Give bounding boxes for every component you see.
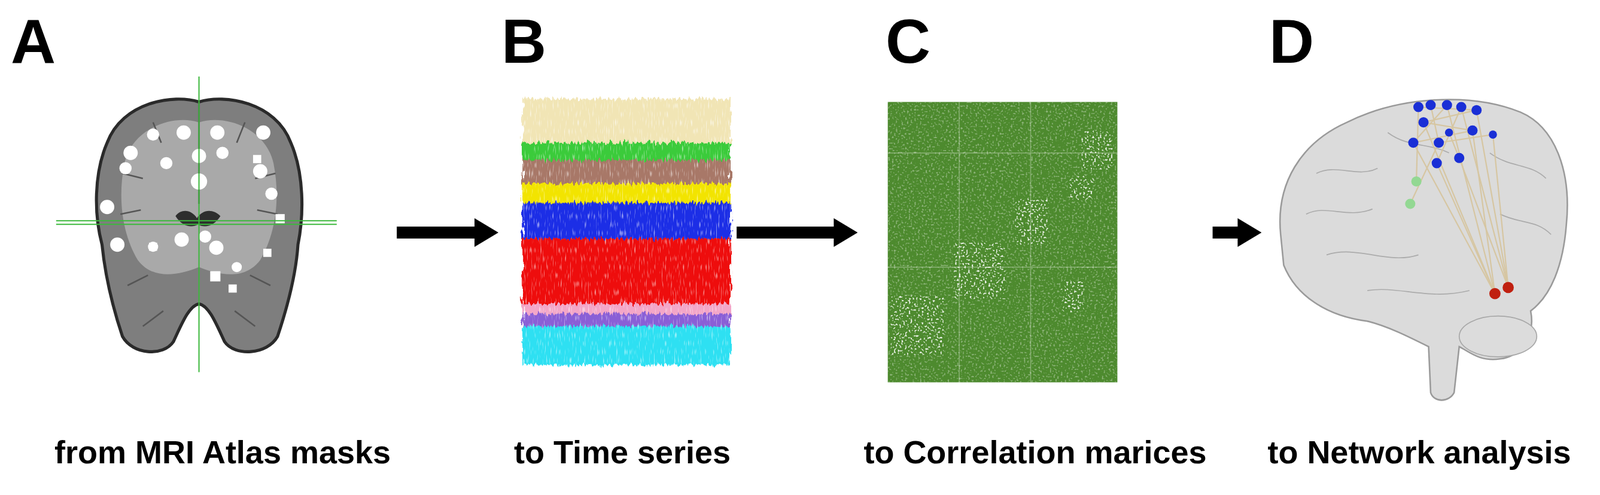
matrix-blocks: [890, 130, 1113, 355]
roi-sphere: [110, 237, 125, 252]
network-edges: [1410, 105, 1509, 294]
roi-markers: [99, 125, 285, 294]
crosshair-line: [56, 223, 337, 225]
network-edge: [1461, 107, 1508, 288]
panel-caption: to Correlation marices: [863, 433, 1207, 473]
crosshair-line: [56, 220, 337, 222]
network-nodes: [1489, 282, 1514, 300]
figure-panel: Bto Time series: [498, 8, 737, 474]
roi-cube: [253, 154, 262, 164]
roi-sphere: [147, 128, 160, 141]
figure-panel: Dto Network analysis: [1261, 8, 1577, 474]
panel-caption: to Time series: [513, 433, 731, 473]
flow-arrow: [736, 218, 858, 248]
matrix-line: [887, 266, 1118, 269]
matrix-block: [1069, 175, 1094, 200]
network-node: [1471, 105, 1482, 116]
network-node: [1489, 288, 1501, 300]
signal-bands: [522, 98, 731, 365]
network-node: [1454, 153, 1465, 164]
crosshair-line: [198, 76, 200, 373]
roi-sphere: [216, 147, 229, 160]
network-node: [1431, 157, 1443, 169]
panel-letter: B: [501, 10, 547, 73]
roi-sphere: [256, 125, 271, 141]
network-nodes: [1407, 99, 1497, 169]
crosshair: [56, 76, 337, 373]
brain-outline: [1279, 99, 1568, 401]
matrix-block: [954, 242, 1006, 300]
flow-arrow: [396, 218, 499, 248]
time-series: [522, 98, 731, 365]
network-node: [1418, 117, 1429, 128]
matrix-ground: [887, 102, 1118, 383]
matrix-block: [1061, 281, 1085, 313]
network-node: [1456, 102, 1467, 113]
network-node: [1407, 137, 1419, 148]
roi-cube: [275, 214, 285, 224]
figure-panel: Afrom MRI Atlas masks: [7, 8, 397, 474]
network-node: [1411, 176, 1422, 187]
panel-letter: A: [10, 10, 56, 73]
network-node: [1502, 282, 1514, 294]
cerebellum: [1459, 316, 1538, 358]
flow-arrow: [1212, 218, 1262, 248]
panel-letter: D: [1269, 10, 1314, 73]
network-node: [1488, 130, 1498, 139]
network-node: [1433, 137, 1444, 148]
roi-sphere: [231, 262, 242, 273]
figure-panel: Cto Correlation marices: [857, 8, 1213, 474]
matrix-line: [958, 102, 960, 383]
signal-texture: [522, 98, 731, 365]
roi-sphere: [123, 145, 138, 161]
matrix-block: [1015, 199, 1049, 246]
panel-caption: to Network analysis: [1267, 433, 1571, 473]
roi-sphere: [253, 164, 268, 179]
gyri: [1306, 132, 1551, 295]
roi-cube: [228, 284, 237, 294]
roi-sphere: [99, 199, 115, 215]
roi-cube: [263, 248, 272, 258]
network-edge: [1413, 143, 1495, 294]
network-edge: [1492, 134, 1509, 288]
roi-sphere: [174, 232, 190, 248]
roi-sphere: [265, 187, 278, 200]
network-node: [1404, 199, 1416, 210]
matrix-block: [890, 296, 945, 356]
panel-caption: from MRI Atlas masks: [54, 433, 391, 473]
network-nodes: [1404, 176, 1422, 210]
network-edge: [1410, 143, 1440, 205]
correlation-matrix: [887, 102, 1118, 383]
panel-letter: C: [885, 10, 931, 73]
network-edge: [1446, 105, 1495, 294]
roi-sphere: [119, 162, 132, 175]
roi-sphere: [160, 157, 173, 170]
roi-sphere: [176, 125, 191, 141]
matrix-line: [887, 152, 1118, 154]
matrix-line: [1030, 102, 1032, 383]
roi-sphere: [147, 241, 158, 252]
network-node: [1425, 99, 1436, 111]
matrix-lines: [887, 102, 1118, 383]
matrix-block: [1081, 130, 1113, 170]
glass-brain: [1279, 99, 1568, 401]
roi-cube: [148, 242, 158, 252]
roi-sphere: [209, 240, 224, 255]
matrix-speckle: [887, 102, 1118, 383]
network-node: [1467, 125, 1478, 136]
network-edge: [1436, 163, 1495, 294]
roi-sphere: [210, 125, 225, 141]
mri-slice: [56, 76, 337, 373]
network-node: [1413, 102, 1424, 113]
roi-sphere: [199, 230, 212, 243]
network-edge: [1423, 122, 1495, 295]
roi-cube: [210, 271, 221, 282]
network-node: [1445, 128, 1454, 138]
network-node: [1442, 99, 1453, 111]
